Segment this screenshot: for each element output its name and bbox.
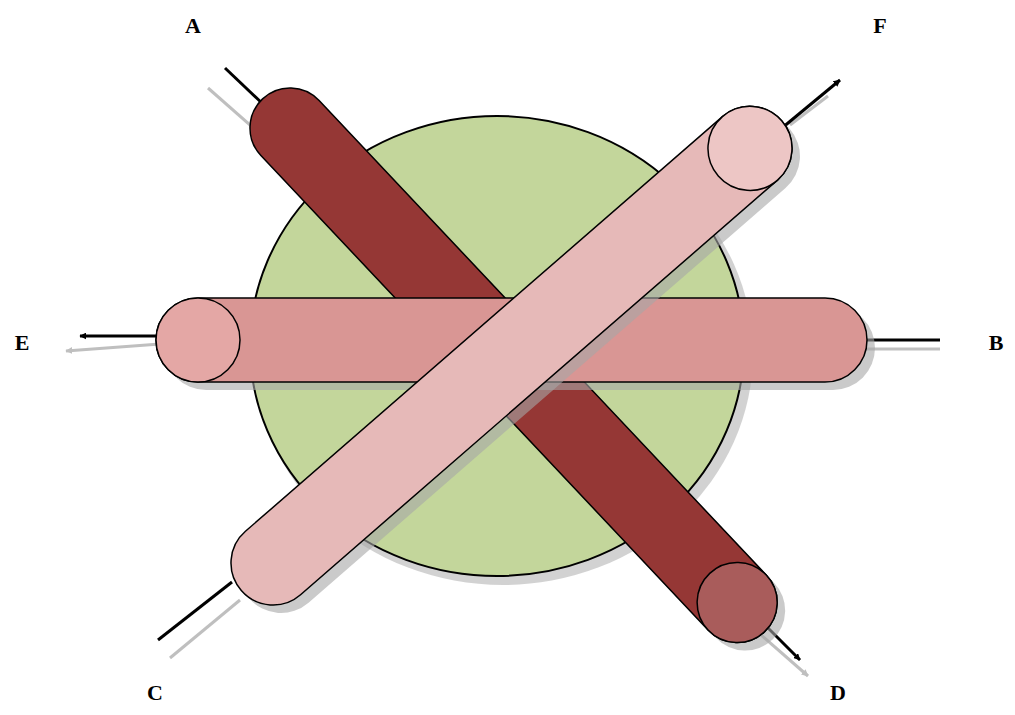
end-label: A [185, 15, 201, 37]
end-label: C [147, 682, 163, 704]
end-label: D [830, 682, 846, 704]
end-label: E [15, 332, 30, 354]
end-label: B [989, 332, 1004, 354]
pink-cylinder [214, 89, 809, 622]
end-label: F [873, 15, 886, 37]
flow-lines [66, 68, 940, 676]
